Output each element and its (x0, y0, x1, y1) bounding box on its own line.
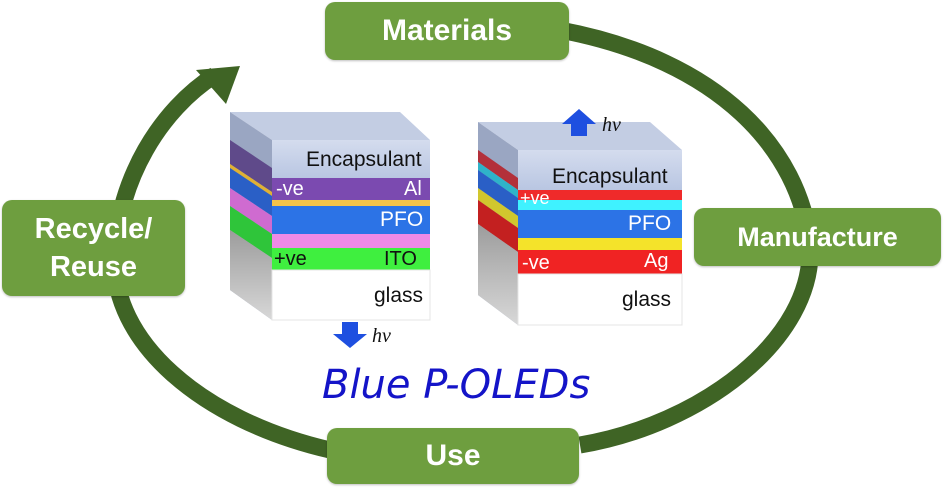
left-glass-label: glass (374, 284, 424, 307)
left-emission-arrow (333, 322, 367, 348)
use-label: Use (425, 439, 481, 472)
right-cathode-sign: -ve (522, 252, 550, 274)
left-pfo-label: PFO (380, 208, 424, 231)
reuse-label: Reuse (49, 251, 138, 283)
right-emission-arrow (562, 109, 596, 136)
right-encapsulant-layer (518, 150, 682, 190)
left-stack-top-face (230, 112, 430, 140)
cycle-arrowhead (196, 66, 240, 104)
left-cathode-layer (272, 178, 430, 200)
right-pfo-label: PFO (628, 212, 672, 235)
top-emitting-stack (478, 109, 683, 326)
recycle-reuse-node: Recycle/ Reuse (2, 200, 185, 296)
right-ag-layer (518, 250, 682, 274)
left-anode-sign: +ve (274, 248, 307, 270)
bottom-emitting-stack (230, 112, 431, 348)
right-hv-label: hv (602, 114, 621, 136)
left-cathode-label: Al (404, 178, 422, 200)
right-anode-layer (518, 200, 682, 210)
use-node: Use (327, 428, 579, 484)
left-encapsulant-label: Encapsulant (306, 148, 422, 171)
left-cathode-sign: -ve (276, 178, 304, 200)
left-glass-layer (271, 269, 431, 321)
diagram-title: Blue P-OLEDs (322, 362, 591, 408)
right-ag-label: Ag (644, 250, 669, 272)
manufacture-node: Manufacture (694, 208, 941, 266)
right-encapsulant-label: Encapsulant (552, 165, 668, 188)
left-ito-label: ITO (384, 248, 417, 270)
left-encapsulant-layer (272, 140, 430, 178)
left-pfo-layer (272, 206, 430, 234)
materials-label: Materials (381, 14, 513, 47)
right-glass-layer (517, 273, 683, 326)
manufacture-label: Manufacture (737, 221, 898, 252)
left-hv-label: hv (372, 325, 391, 347)
recycle-label: Recycle/ (34, 213, 153, 245)
left-ito-layer (272, 248, 430, 270)
right-glass-label: glass (622, 288, 672, 311)
materials-node: Materials (325, 2, 569, 60)
right-pfo-layer (518, 210, 682, 238)
right-anode-sign: +ve (520, 188, 550, 208)
